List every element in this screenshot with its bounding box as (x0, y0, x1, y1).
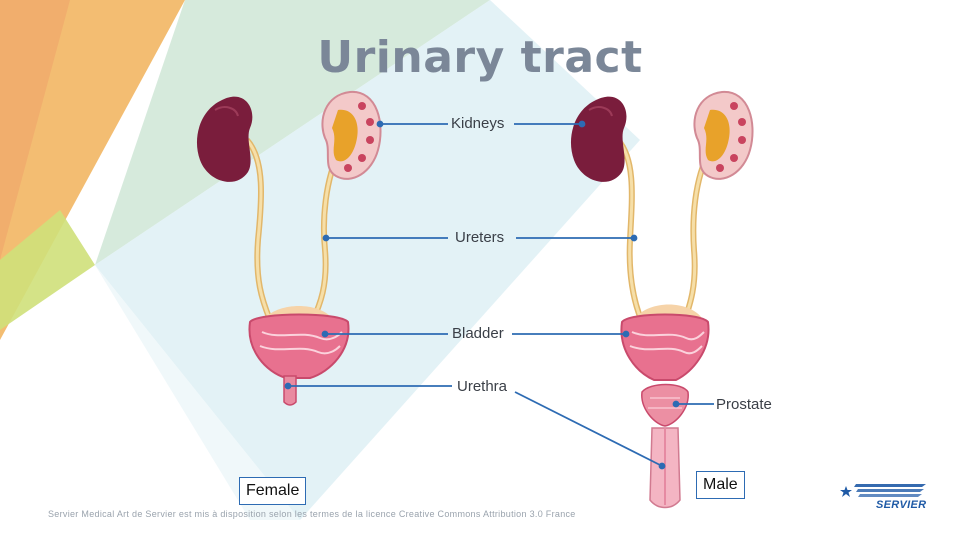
female-tract (196, 90, 382, 406)
male-label-box: Male (696, 471, 745, 499)
label-urethra: Urethra (457, 378, 508, 395)
male-bladder (620, 313, 710, 381)
label-kidneys: Kidneys (451, 115, 505, 132)
servier-logo-text: SERVIER (876, 499, 927, 511)
female-urethra (283, 375, 297, 406)
license-footer: Servier Medical Art de Servier est mis à… (48, 509, 576, 519)
male-left-kidney (570, 96, 627, 182)
female-left-kidney (196, 96, 253, 182)
page-title: Urinary tract (317, 32, 643, 83)
male-tract (570, 90, 754, 509)
label-prostate: Prostate (716, 396, 772, 413)
label-ureters: Ureters (455, 229, 505, 246)
female-label-box: Female (239, 477, 307, 505)
male-prostate (641, 383, 689, 427)
servier-logo-icon (840, 484, 926, 497)
female-bladder (248, 313, 350, 379)
label-bladder: Bladder (452, 325, 504, 342)
leader-lines (284, 120, 714, 470)
